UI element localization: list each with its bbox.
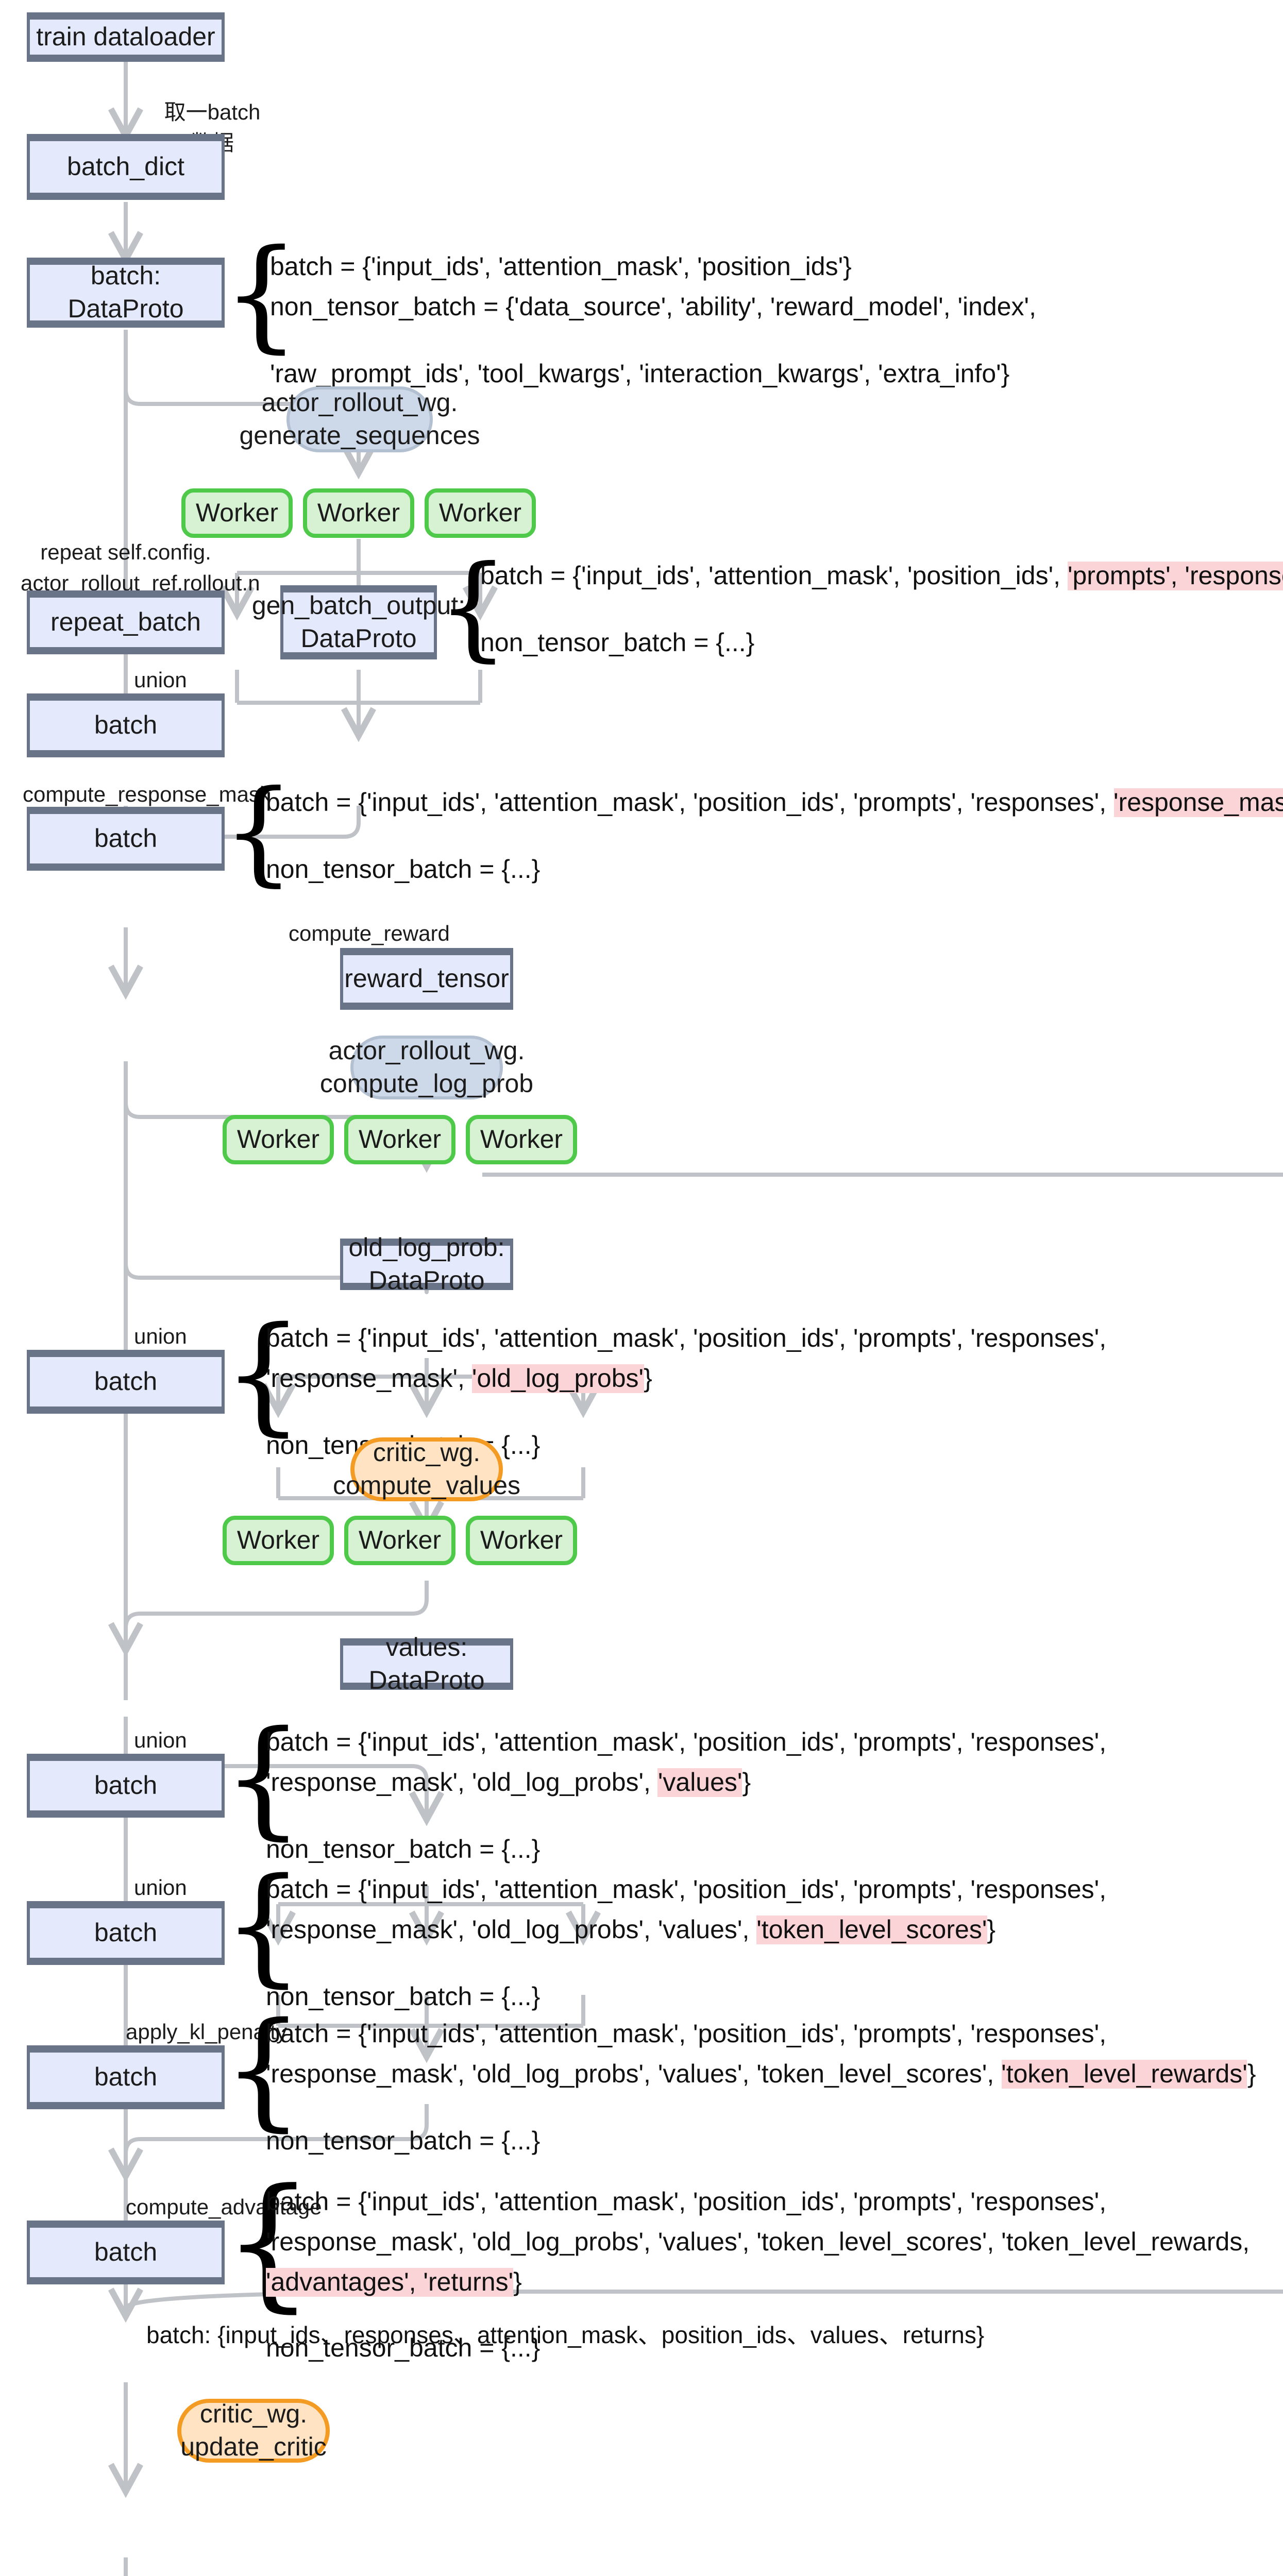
annotation-batch-union-4: batch = {'input_ids', 'attention_mask', … bbox=[266, 1875, 1107, 2011]
node-repeat-batch[interactable]: repeat_batch bbox=[27, 590, 225, 654]
node-generate-sequences[interactable]: actor_rollout_wg.generate_sequences bbox=[239, 386, 480, 452]
node-worker-gen-1[interactable]: Worker bbox=[181, 488, 293, 538]
node-batch-adv[interactable]: batch bbox=[27, 2221, 225, 2284]
annotation-batch-response-mask: batch = {'input_ids', 'attention_mask', … bbox=[266, 783, 1283, 890]
node-worker-values-3[interactable]: Worker bbox=[466, 1516, 577, 1565]
node-worker-gen-3[interactable]: Worker bbox=[425, 488, 536, 538]
edge-label-compute-response-mask: compute_response_mask bbox=[23, 783, 271, 807]
node-compute-log-prob[interactable]: actor_rollout_wg.compute_log_prob bbox=[319, 1036, 534, 1099]
node-batch-dict[interactable]: batch_dict bbox=[27, 134, 225, 200]
edge-label-critic-inputs: batch: {input_ids、responses、attention_ma… bbox=[146, 2321, 985, 2348]
edge-label-union-1: union bbox=[134, 669, 187, 692]
annotation-batch-adv: batch = {'input_ids', 'attention_mask', … bbox=[266, 2188, 1250, 2363]
edge-label-union-4: union bbox=[134, 1876, 187, 1900]
node-worker-values-1[interactable]: Worker bbox=[223, 1516, 334, 1565]
brace-batch-union-2: { bbox=[223, 1300, 304, 1449]
annotation-gen-batch-output: batch = {'input_ids', 'attention_mask', … bbox=[480, 556, 1283, 663]
edge-label-compute-reward: compute_reward bbox=[289, 922, 450, 946]
node-batch-union-4[interactable]: batch bbox=[27, 1901, 225, 1965]
node-compute-values[interactable]: critic_wg.compute_values bbox=[332, 1437, 521, 1501]
node-batch-union-2[interactable]: batch bbox=[27, 1350, 225, 1414]
edge-label-apply-kl-penalty: apply_kl_penalty bbox=[126, 2021, 287, 2044]
node-worker-gen-2[interactable]: Worker bbox=[303, 488, 414, 538]
node-values-dataproto[interactable]: values: DataProto bbox=[340, 1633, 513, 1695]
node-update-critic[interactable]: critic_wg.update_critic bbox=[177, 2399, 330, 2463]
node-train-dataloader[interactable]: train dataloader bbox=[27, 12, 225, 62]
annotation-batch-dataproto: batch = {'input_ids', 'attention_mask', … bbox=[270, 252, 1036, 388]
brace-gen-batch-output: { bbox=[437, 541, 509, 673]
node-worker-values-2[interactable]: Worker bbox=[344, 1516, 455, 1565]
annotation-batch-kl: batch = {'input_ids', 'attention_mask', … bbox=[266, 2020, 1256, 2155]
brace-batch-union-4: { bbox=[223, 1852, 304, 2000]
node-worker-logprob-3[interactable]: Worker bbox=[466, 1115, 577, 1164]
node-batch-dataproto[interactable]: batch: DataProto bbox=[27, 258, 225, 328]
brace-batch-kl: { bbox=[223, 1996, 304, 2144]
edge-label-actor-inputs: batch: {input_ids、responses、attention_ma… bbox=[19, 2570, 986, 2576]
brace-batch-response-mask: { bbox=[223, 766, 295, 897]
node-old-log-prob[interactable]: old_log_prob: DataProto bbox=[340, 1233, 513, 1295]
node-batch-kl[interactable]: batch bbox=[27, 2045, 225, 2109]
brace-batch-union-3: { bbox=[223, 1704, 304, 1853]
node-gen-batch-output[interactable]: gen_batch_output:DataProto bbox=[252, 585, 465, 659]
node-worker-logprob-1[interactable]: Worker bbox=[223, 1115, 334, 1164]
annotation-batch-union-3: batch = {'input_ids', 'attention_mask', … bbox=[266, 1728, 1107, 1863]
node-batch-union-1[interactable]: batch bbox=[27, 693, 225, 757]
node-reward-tensor[interactable]: reward_tensor bbox=[340, 948, 513, 1010]
brace-batch-dataproto: { bbox=[223, 223, 300, 365]
node-batch-response-mask[interactable]: batch bbox=[27, 807, 225, 871]
edge-label-union-3: union bbox=[134, 1729, 187, 1753]
node-worker-logprob-2[interactable]: Worker bbox=[344, 1115, 455, 1164]
node-batch-union-3[interactable]: batch bbox=[27, 1754, 225, 1818]
edge-label-compute-advantage: compute_advantage bbox=[126, 2196, 322, 2219]
edge-label-union-2: union bbox=[134, 1325, 187, 1349]
